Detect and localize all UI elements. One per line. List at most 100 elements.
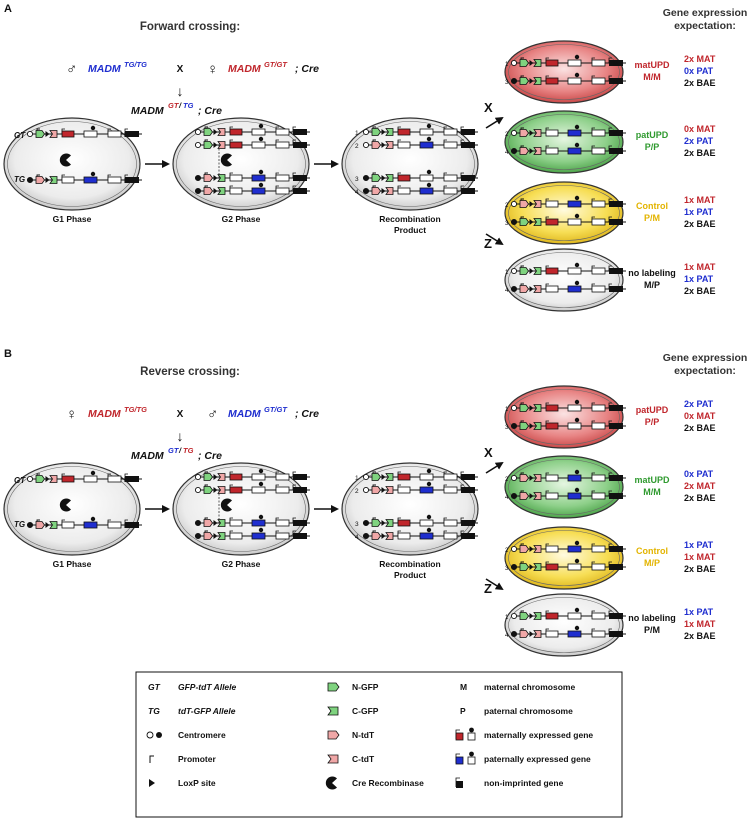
legend-symbol: GT: [148, 682, 161, 692]
phase-label: Recombination: [379, 559, 440, 569]
centromere-icon: [510, 545, 518, 553]
gene-icon: [567, 630, 582, 638]
chromosome: [510, 195, 626, 208]
parent-superscript: GT/GT: [264, 405, 288, 414]
panel-title: Reverse crossing:: [140, 366, 240, 378]
chromosome-number: 4: [505, 633, 509, 639]
loxp-icon: [529, 423, 534, 429]
gene-icon: [591, 285, 606, 293]
c-tdt-icon: [327, 754, 339, 764]
gene-icon: [251, 473, 266, 481]
gene-icon: [397, 187, 411, 195]
phase-label: Product: [394, 570, 426, 580]
nonimprinted-gene-icon: [609, 78, 623, 84]
centromere-icon: [362, 519, 370, 527]
chromosome-tag: P: [464, 143, 469, 150]
loxp-icon: [149, 779, 155, 787]
nonimprinted-gene-icon: [461, 533, 475, 539]
c-gfp-icon: [533, 422, 542, 430]
expression-value: 0x PAT: [684, 66, 714, 76]
loxp-icon: [381, 175, 386, 181]
expression-value: 0x PAT: [684, 469, 714, 479]
gene-icon: [229, 519, 243, 527]
centromere-icon: [146, 731, 154, 739]
expression-value: 2x PAT: [684, 399, 714, 409]
chromosome-tag: P: [613, 406, 618, 413]
gene-icon: [591, 404, 606, 412]
g1-cell: [3, 117, 141, 211]
loxp-icon: [213, 533, 218, 539]
centromere-icon: [194, 519, 202, 527]
chromosome-tag: M: [613, 79, 618, 86]
chromosome-tag: M: [613, 632, 618, 639]
gene-icon: [251, 128, 266, 136]
phase-label: G2 Phase: [222, 214, 261, 224]
gene-icon: [545, 630, 559, 638]
chromosome-number: 1: [355, 130, 359, 137]
result-cell-red: [504, 40, 624, 104]
nonimprinted-gene-icon: [461, 175, 475, 181]
gene-icon: [591, 218, 606, 226]
legend-text: non-imprinted gene: [484, 778, 564, 788]
c-gfp-icon: [533, 218, 542, 226]
gene-icon: [83, 176, 98, 184]
centromere-icon: [362, 473, 370, 481]
result-cell-yellow: [504, 526, 624, 590]
n-gfp-icon: [519, 77, 529, 85]
legend-text: tdT-GFP Allele: [178, 706, 236, 716]
chromosome-number: 4: [505, 150, 509, 156]
n-tdt-icon: [519, 630, 529, 638]
expression-value: 1x PAT: [684, 274, 714, 284]
chromosome-number: 2: [505, 132, 509, 138]
n-tdt-icon: [35, 176, 45, 184]
chromosome-tag: P: [613, 614, 618, 621]
gene-icon: [275, 141, 290, 149]
centromere-icon: [26, 475, 34, 483]
gene-icon: [443, 486, 458, 494]
centromere-icon: [194, 141, 202, 149]
gene-icon: [443, 141, 458, 149]
result-genotype: P/M: [644, 213, 660, 223]
nonimprinted-gene-icon: [461, 142, 475, 148]
chromosome: [362, 182, 478, 195]
gene-icon: [591, 267, 606, 275]
c-tdt-icon: [385, 486, 394, 494]
chromosome-number: 2: [505, 203, 509, 209]
loxp-icon: [213, 188, 218, 194]
n-gfp-icon: [371, 519, 381, 527]
parent-superscript: TG/TG: [124, 405, 147, 414]
gene-icon: [397, 532, 411, 540]
chromosome-tag: M: [613, 547, 618, 554]
result-name: matUPD: [634, 60, 670, 70]
expression-value: 1x PAT: [684, 207, 714, 217]
loxp-icon: [213, 175, 218, 181]
chromosome: [362, 123, 478, 136]
n-tdt-icon: [203, 187, 213, 195]
arrow: [485, 233, 504, 246]
chromosome-number: 4: [355, 534, 359, 541]
legend-symbol: TG: [148, 706, 160, 716]
expression-value: 2x MAT: [684, 481, 716, 491]
expression-value: 2x BAE: [684, 631, 716, 641]
result-genotype: P/P: [645, 142, 660, 152]
gene-icon: [275, 519, 290, 527]
parent-genotype: MADM: [88, 408, 121, 420]
chromosome-tag: M: [124, 132, 130, 139]
expression-value: 2x BAE: [684, 493, 716, 503]
centromere-icon: [510, 563, 518, 571]
n-gfp-icon: [371, 174, 381, 182]
nonimprinted-gene-icon: [609, 286, 623, 292]
parent-genotype: MADM: [228, 408, 261, 420]
loxp-icon: [381, 474, 386, 480]
expression-value: 1x MAT: [684, 619, 716, 629]
gene-icon: [229, 174, 243, 182]
gene-icon: [251, 174, 266, 182]
gene-icon: [545, 492, 559, 500]
expectation-title: Gene expression: [663, 352, 748, 364]
centromere-icon: [362, 174, 370, 182]
gene-icon: [567, 147, 582, 155]
cre-icon: [325, 776, 337, 790]
c-tdt-icon: [385, 187, 394, 195]
chromosome-number: 3: [505, 80, 509, 86]
gene-icon: [545, 422, 559, 430]
